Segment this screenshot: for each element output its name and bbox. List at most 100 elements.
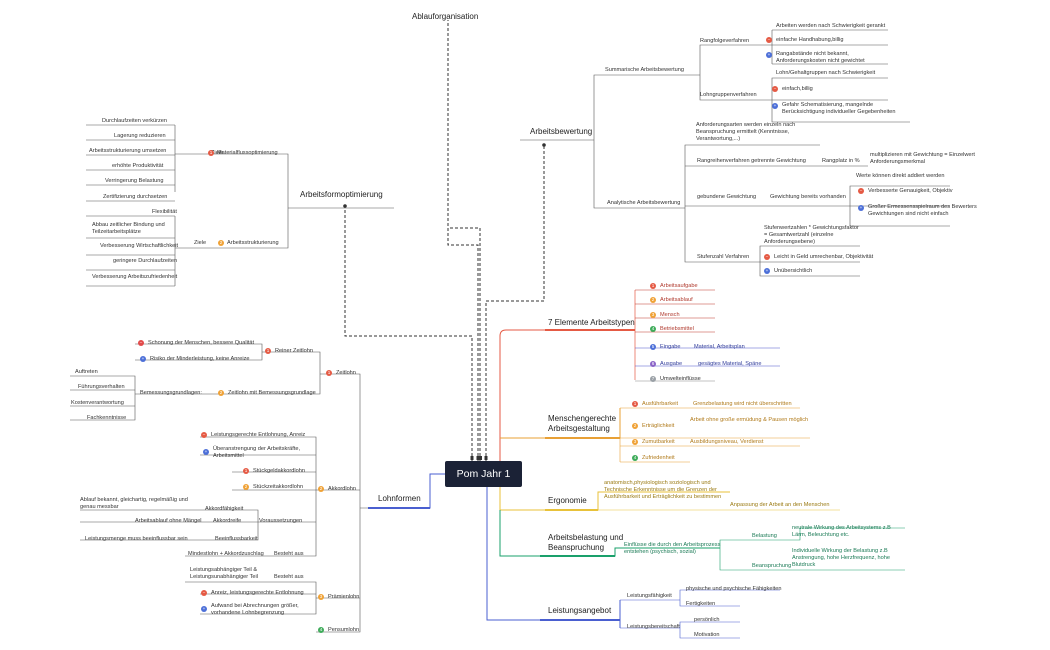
- besteht-node[interactable]: Besteht aus: [274, 551, 304, 557]
- menschen-desc[interactable]: Ausbildungsniveau, Verdienst: [690, 439, 764, 445]
- menschen-item[interactable]: Zufriedenheit: [642, 455, 675, 461]
- ziel-item[interactable]: erhöhte Produktivität: [112, 163, 164, 169]
- bemessung-item[interactable]: Auftreten: [75, 369, 98, 375]
- lohngruppen-minus[interactable]: Gefahr Schematisierung, mangelnde Berück…: [782, 102, 896, 115]
- ziel-item[interactable]: Lagerung reduzieren: [114, 133, 166, 139]
- ziel-item[interactable]: Durchlaufzeiten verkürzen: [102, 118, 167, 124]
- arbeitsstrukturierung-node[interactable]: Arbeitsstrukturierung: [227, 240, 279, 246]
- summarische-node[interactable]: Summarische Arbeitsbewertung: [605, 67, 684, 73]
- materialfluss-node[interactable]: Materialflussoptimierung: [217, 150, 278, 156]
- voraussetzungen-node[interactable]: Voraussetzungen: [259, 518, 303, 524]
- sieben-elemente-topic[interactable]: 7 Elemente Arbeitstypen: [548, 318, 635, 327]
- stueckgeld-node[interactable]: Stückgeldakkordlohn: [253, 468, 305, 474]
- beanspruchung-desc[interactable]: Individuelle Wirkung der Belastung z.B A…: [792, 548, 890, 568]
- element-item[interactable]: Mensch: [660, 312, 680, 318]
- rangfolge-minus[interactable]: Rangabstände nicht bekannt, Anforderungs…: [776, 51, 865, 64]
- praemie-minus[interactable]: Aufwand bei Abrechnungen größer, vorhand…: [211, 603, 299, 616]
- bemessung-node[interactable]: Zeitlohn mit Bemessungsgrundlage: [228, 390, 316, 396]
- rangfolge-node[interactable]: Rangfolgeverfahren: [700, 38, 750, 44]
- pensumlohn-node[interactable]: Pensumlohn: [328, 627, 360, 633]
- besteht-desc[interactable]: Mindestlohn + Akkordzuschlag: [188, 551, 264, 557]
- menschen-item[interactable]: Erträglichkeit: [642, 423, 675, 429]
- gebundene-node[interactable]: gebundene Gewichtung: [697, 194, 757, 200]
- reiner-zeitlohn-node[interactable]: Reiner Zeitlohn: [275, 348, 313, 354]
- menschen-desc[interactable]: Arbeit ohne große ermüdung & Pausen mögl…: [690, 417, 809, 423]
- ziel-item[interactable]: Zertifizierung durchsetzen: [103, 194, 168, 200]
- lohngruppen-desc[interactable]: Lohn/Gehaltgruppen nach Schwierigkeit: [776, 70, 876, 76]
- ergonomie-desc2[interactable]: Anpassung der Arbeit an den Menschen: [730, 502, 830, 508]
- beanspruchung-node[interactable]: Beanspruchung: [752, 563, 792, 569]
- menschengerechte-topic[interactable]: Menschengerechte Arbeitsgestaltung: [548, 414, 617, 433]
- menschen-item[interactable]: Zumutbarkeit: [642, 439, 675, 445]
- analytische-node[interactable]: Analytische Arbeitsbewertung: [607, 200, 681, 206]
- rangplatz-node[interactable]: Rangplatz in %: [822, 158, 860, 164]
- beeinfluss-node[interactable]: Beeinflussbarkeit: [215, 536, 258, 542]
- element-item[interactable]: Betriebsmittel: [660, 326, 694, 332]
- faehigkeit-item[interactable]: Fertigkeiten: [686, 601, 716, 607]
- gen-plus[interactable]: Großer Ermessensspielraum des Bewerters …: [868, 204, 977, 217]
- werte-desc[interactable]: Werte können direkt addiert werden: [856, 173, 945, 179]
- rangplatz-desc[interactable]: multiplizieren mit Gewichtung = Einzelwe…: [870, 152, 975, 165]
- bemessung-item[interactable]: Führungsverhalten: [78, 384, 125, 390]
- belastung-node-desc[interactable]: neutrale Wirkung des Arbeitsystems z.B L…: [792, 525, 891, 538]
- rangreihen-node[interactable]: Rangreihenverfahren getrennte Gewichtung: [697, 158, 806, 164]
- element-extra[interactable]: Material, Arbeitsplan: [694, 344, 745, 350]
- ziel-item[interactable]: Verringerung Belastung: [105, 178, 164, 184]
- ziel-item[interactable]: Arbeitsstrukturierung umsetzen: [89, 148, 167, 154]
- akkordreife-desc[interactable]: Arbeitsablauf ohne Mängel: [135, 518, 202, 524]
- praemienlohn-node[interactable]: Prämienlohn: [328, 594, 360, 600]
- beeinfluss-desc[interactable]: Leistungsmenge muss beeinflussbar sein: [85, 536, 188, 542]
- element-item[interactable]: Umwelteinflüsse: [660, 376, 701, 382]
- root-node[interactable]: Pom Jahr 1: [445, 461, 522, 487]
- belastung-node[interactable]: Belastung: [752, 533, 777, 539]
- ziel-item[interactable]: Abbau zeitlicher Bindung und Teilzeitarb…: [92, 222, 165, 235]
- akkord-plus[interactable]: Leistungsgerechte Entlohnung, Anreiz: [211, 432, 306, 438]
- ziel-item[interactable]: Flexibilität: [152, 209, 177, 215]
- stufen-plus[interactable]: Unübersichtlich: [774, 268, 813, 274]
- analytische-desc[interactable]: Anforderungsarten werden einzeln nach Be…: [696, 122, 796, 142]
- ziel-item[interactable]: Verbesserung Wirtschaftlichkeit: [100, 243, 179, 249]
- leistungsangebot-topic[interactable]: Leistungsangebot: [548, 606, 612, 615]
- bemessung-item[interactable]: Kostenverantwortung: [71, 400, 124, 406]
- element-item[interactable]: Ausgabe: [660, 361, 683, 367]
- lohngruppen-node[interactable]: Lohngruppenverfahren: [700, 92, 757, 98]
- element-item[interactable]: Eingabe: [660, 344, 681, 350]
- lohngruppen-plus[interactable]: einfach,billig: [782, 86, 813, 92]
- faehigkeit-item[interactable]: physische und psychische Fähigkeiten: [686, 586, 782, 592]
- menschen-item[interactable]: Ausführbarkeit: [642, 401, 679, 407]
- praemie-plus[interactable]: Anreiz, leistungsgerechte Entlohnung: [211, 590, 304, 596]
- element-extra[interactable]: gesägtes Material, Späne: [698, 361, 762, 367]
- lohnformen-topic[interactable]: Lohnformen: [378, 494, 421, 503]
- zeitlohn-node[interactable]: Zeitlohn: [336, 370, 356, 376]
- belastung-desc[interactable]: Einflüsse die durch den Arbeitsprozess e…: [624, 542, 721, 555]
- ergonomie-desc[interactable]: anatomisch,physiologisch soziologisch un…: [604, 480, 722, 500]
- arbeitsbewertung-topic[interactable]: Arbeitsbewertung: [530, 127, 593, 136]
- element-item[interactable]: Arbeitsablauf: [660, 297, 693, 303]
- akkord-minus[interactable]: Überanstrengung der Arbeitskräfte, Arbei…: [213, 446, 301, 459]
- stufen-minus[interactable]: Leicht in Geld umrechenbar, Objektivität: [774, 254, 874, 260]
- menschen-desc[interactable]: Grenzbelastung wird nicht überschritten: [693, 401, 792, 407]
- ablauforganisation-topic[interactable]: Ablauforganisation: [412, 12, 479, 21]
- akkordfaehigkeit-node[interactable]: Akkordfähigkeit: [205, 506, 244, 512]
- arbeitsformoptimierung-topic[interactable]: Arbeitsformoptimierung: [300, 190, 383, 199]
- bemessung-item[interactable]: Fachkenntnisse: [87, 415, 127, 421]
- reiner-plus[interactable]: Schonung der Menschen, bessere Qualität: [148, 340, 255, 346]
- stueckzeit-node[interactable]: Stückzeitakkordlohn: [253, 484, 304, 490]
- gen-minus[interactable]: Verbesserte Genauigkeit, Objektiv: [868, 188, 953, 194]
- rangfolge-desc[interactable]: Arbeiten werden nach Schwierigkeit geran…: [776, 23, 886, 29]
- rangfolge-plus[interactable]: einfache Handhabung,billig: [776, 37, 844, 43]
- ziel-item[interactable]: geringere Durchlaufzeiten: [113, 258, 178, 264]
- stufenzahl-node[interactable]: Stufenzahl Verfahren: [697, 254, 750, 260]
- akkordreife-node[interactable]: Akkordreife: [213, 518, 242, 524]
- akkordlohn-node[interactable]: Akkordlohn: [328, 486, 356, 492]
- arbeitsbelastung-topic[interactable]: Arbeitsbelastung und Beanspruchung: [548, 533, 624, 552]
- gewichtung-vorhanden[interactable]: Gewichtung bereits vorhanden: [770, 194, 846, 200]
- ergonomie-topic[interactable]: Ergonomie: [548, 496, 587, 505]
- stufen-desc[interactable]: Stufenwertzahlen * Gewichtungsfaktor = G…: [764, 225, 859, 245]
- bereitschaft-item[interactable]: persönlich: [694, 617, 720, 623]
- praemie-desc[interactable]: Leistungsabhängiger Teil & Leistungsunab…: [190, 567, 259, 580]
- leistungsfaehigkeit-node[interactable]: Leistungsfähigkeit: [627, 593, 672, 599]
- leistungsbereitschaft-node[interactable]: Leistungsbereitschaft: [627, 624, 680, 630]
- akkordfaehigkeit-desc[interactable]: Ablauf bekannt, gleichartig, regelmäßig …: [80, 497, 188, 510]
- praemie-besteht[interactable]: Besteht aus: [274, 574, 304, 580]
